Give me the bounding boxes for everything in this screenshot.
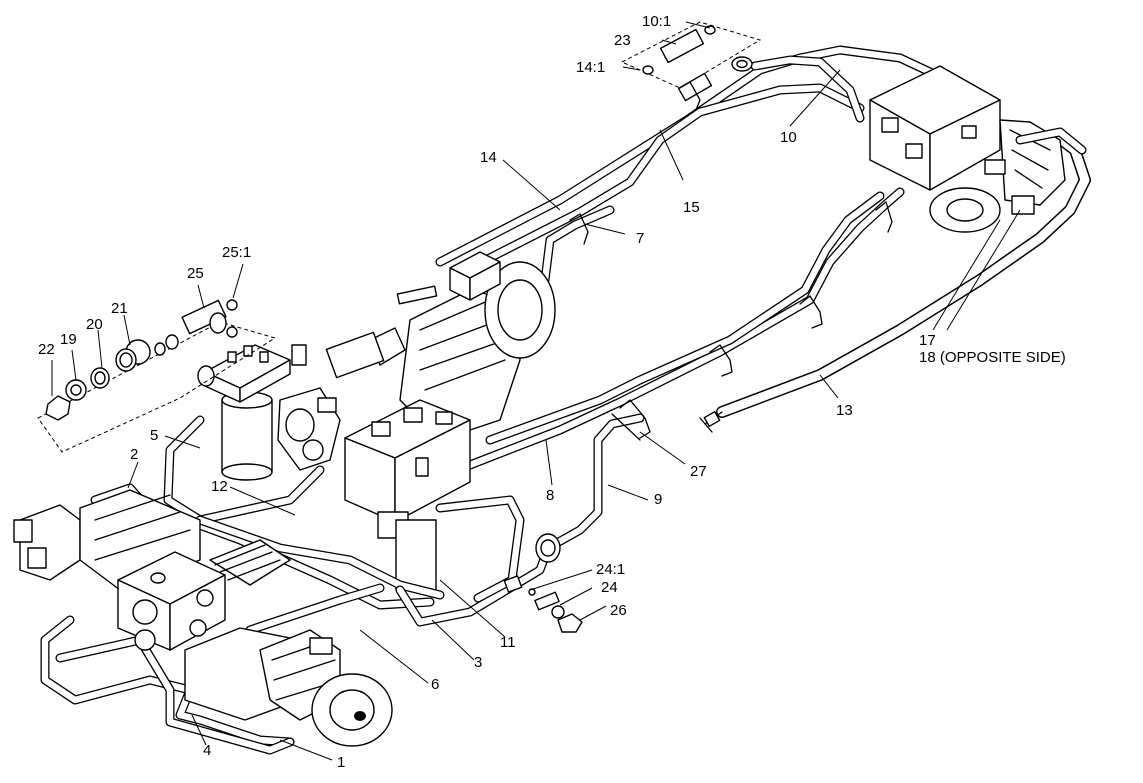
fitting-24 (503, 533, 583, 633)
callout-12: 12 (211, 478, 228, 495)
pipe-12 (195, 515, 445, 600)
pipe-8b (485, 191, 885, 445)
pipe-11 (435, 495, 525, 603)
front-left-pump (13, 489, 291, 651)
pipe-15 (465, 83, 865, 273)
callout-21: 21 (111, 300, 128, 317)
callout-22: 22 (38, 341, 55, 358)
pipe-5 (163, 415, 325, 525)
callout-19: 19 (60, 331, 77, 348)
callout-8: 8 (546, 487, 555, 504)
callout-7: 7 (636, 230, 645, 247)
filter-assembly (197, 327, 406, 481)
fitting-23 (620, 21, 762, 102)
center-valve-block (344, 399, 471, 591)
front-motor (184, 627, 393, 747)
rear-manifold (869, 65, 1087, 233)
callout-3: 3 (474, 654, 483, 671)
pipe-2 (90, 483, 435, 610)
callout-14: 14 (480, 149, 497, 166)
callout-26: 26 (610, 602, 627, 619)
pipe-8 (465, 187, 905, 470)
callout-9: 9 (654, 491, 663, 508)
callout-13: 13 (836, 402, 853, 419)
callout-25-1: 25:1 (222, 244, 252, 261)
callout-24-1: 24:1 (596, 561, 626, 578)
pipe-10 (750, 55, 865, 123)
callout-10: 10 (780, 129, 797, 146)
clamp-27 (611, 399, 651, 441)
pipe-1 (55, 635, 295, 755)
callout-6: 6 (431, 676, 440, 693)
callout-27: 27 (690, 463, 707, 480)
leader-lines (51, 21, 1021, 761)
main-pump (396, 251, 556, 441)
callout-5: 5 (150, 427, 159, 444)
exploded-fittings (37, 299, 277, 453)
pipe-3 (395, 543, 553, 627)
callout-11: 11 (500, 634, 516, 651)
callout-17: 17 (919, 332, 936, 349)
callout-14-1: 14:1 (576, 59, 606, 76)
callout-23: 23 (614, 32, 631, 49)
callout-10-1: 10:1 (642, 13, 672, 30)
callout-1: 1 (337, 754, 346, 771)
callout-20: 20 (86, 316, 103, 333)
clamp-mid (569, 81, 893, 377)
pipe-6 (245, 583, 385, 635)
callout-4: 4 (203, 742, 212, 759)
hose-13 (699, 129, 1091, 433)
callout-15: 15 (683, 199, 700, 216)
callout-2: 2 (130, 446, 139, 463)
callout-25: 25 (187, 265, 204, 282)
callout-18: 18 (OPPOSITE SIDE) (919, 349, 1066, 366)
callout-24: 24 (601, 579, 618, 596)
pipe-9 (543, 413, 645, 553)
